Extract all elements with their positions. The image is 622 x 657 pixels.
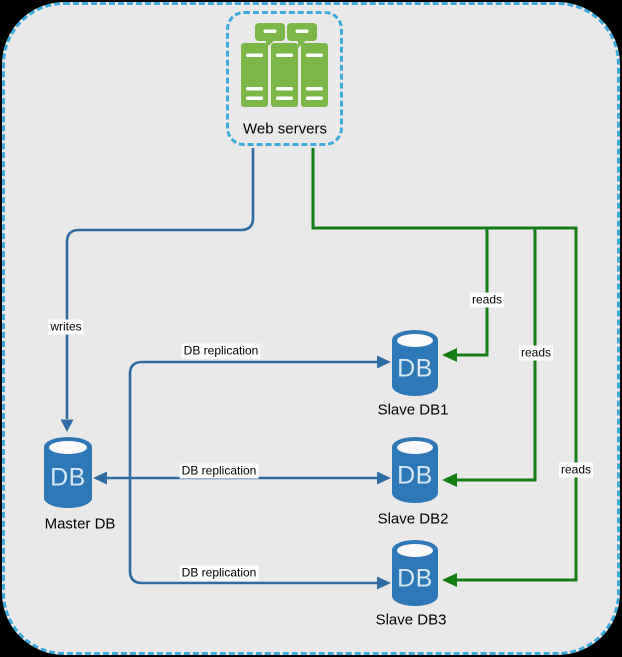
- writes-arrowhead: [60, 419, 74, 432]
- replication-db3-edge-label: DB replication: [179, 565, 259, 581]
- bubble-dash: [263, 29, 277, 33]
- web-servers-node: [226, 11, 343, 146]
- speech-bubble-tail: [266, 39, 276, 48]
- slave-db2-text: DB: [397, 461, 433, 490]
- slave-db3-label: Slave DB3: [375, 611, 447, 629]
- tower-slot: [276, 87, 293, 91]
- replication-db1-edge-label: DB replication: [181, 343, 261, 359]
- tower-slot: [306, 87, 323, 91]
- replication-arrowhead-db3: [377, 576, 391, 590]
- writes-edge: [65, 148, 255, 419]
- reads-arrowhead-db2: [442, 473, 457, 487]
- web-servers-icon: [241, 23, 328, 107]
- reads-arrowhead-db3: [442, 573, 457, 587]
- tower-slot: [306, 96, 323, 100]
- reads-db1-edge-label: reads: [469, 292, 505, 308]
- reads-edge-db2: [457, 228, 537, 482]
- bubble-dash: [295, 29, 309, 33]
- slave-db2-label: Slave DB2: [377, 510, 449, 528]
- replication-db2-edge-label: DB replication: [179, 463, 259, 479]
- slave-db2-cylinder: [392, 437, 438, 503]
- slave-db3-text: DB: [397, 564, 433, 593]
- slave-db1-cylinder: [392, 330, 438, 396]
- slave-db1-text: DB: [397, 354, 433, 383]
- slave-db1-label: Slave DB1: [377, 401, 449, 419]
- reads-edge-db1: [457, 228, 489, 357]
- reads-db3-edge-label: reads: [558, 462, 594, 478]
- tower-slot: [246, 96, 263, 100]
- server-tower-icon: [301, 43, 328, 107]
- replication-bus-edge: [128, 360, 377, 585]
- master-db-text: DB: [50, 463, 86, 492]
- server-tower-icon: [271, 43, 298, 107]
- replication-arrowhead-master: [93, 471, 107, 485]
- reads-edge-db3: [311, 148, 578, 582]
- server-tower-icon: [241, 43, 268, 107]
- tower-slot: [276, 96, 293, 100]
- replication-arrowhead-db1: [377, 355, 391, 369]
- reads-db2-edge-label: reads: [518, 345, 554, 361]
- master-db-cylinder: [44, 437, 92, 508]
- tower-slot: [306, 53, 323, 57]
- tower-slot: [276, 53, 293, 57]
- replication-arrowhead-db2: [377, 471, 391, 485]
- tower-slot: [246, 87, 263, 91]
- master-db-label: Master DB: [44, 515, 116, 533]
- web-servers-label: Web servers: [243, 120, 327, 138]
- tower-slot: [246, 53, 263, 57]
- writes-edge-label: writes: [48, 319, 84, 335]
- slave-db3-cylinder: [392, 540, 438, 606]
- reads-arrowhead-db1: [442, 348, 457, 362]
